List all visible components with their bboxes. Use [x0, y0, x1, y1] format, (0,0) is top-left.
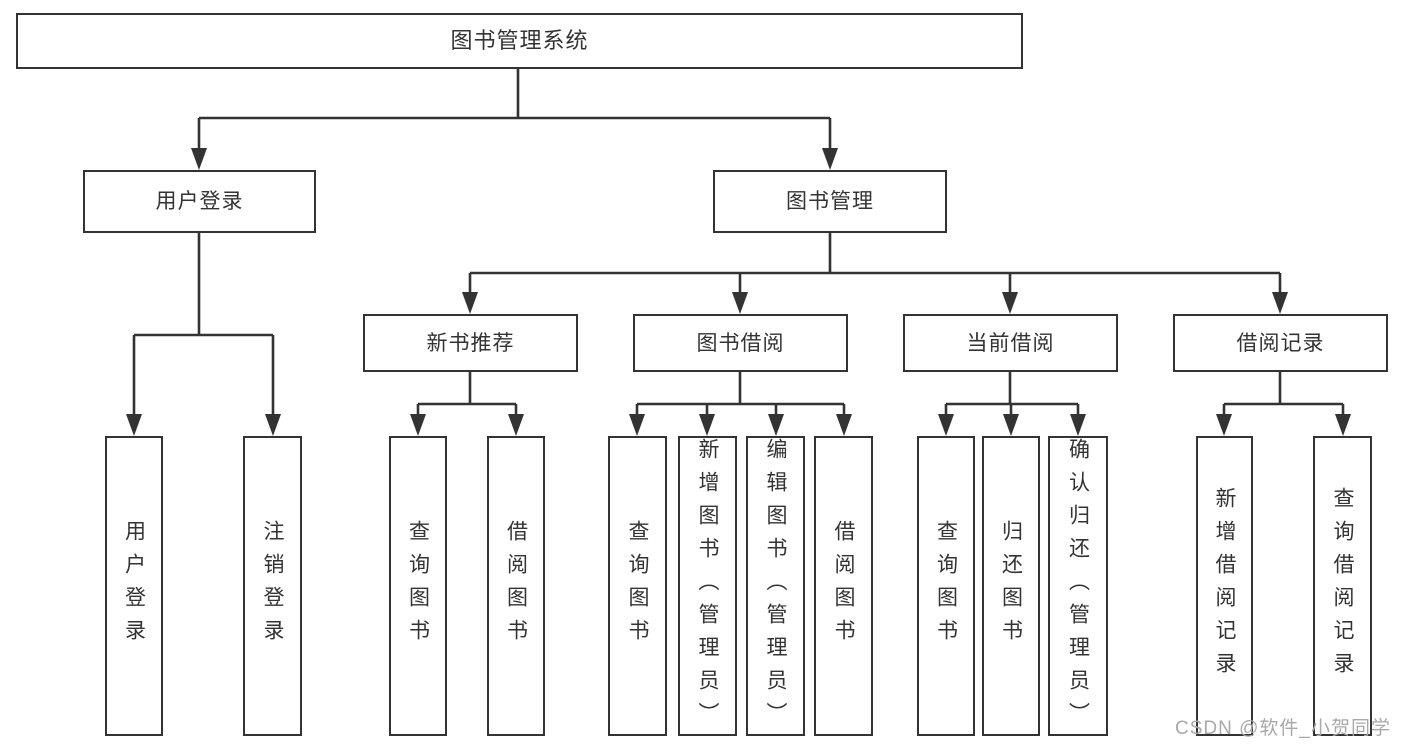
node-borrowing-records-label: 借阅记录	[1236, 331, 1325, 355]
leaf-logout-label: 注销登录	[261, 520, 284, 652]
node-book-borrowing-label: 图书借阅	[696, 331, 785, 355]
leaf-edit-book-admin: 编辑图书（管理员）	[746, 436, 805, 736]
leaf-confirm-return-admin-label: 确认归还（管理员）	[1066, 438, 1090, 735]
leaf-user-login-label: 用户登录	[122, 520, 146, 652]
leaf-query-borrow-record-label: 查询借阅记录	[1331, 487, 1354, 685]
leaf-add-borrow-record-label: 新增借阅记录	[1213, 487, 1236, 685]
leaf-return-books-label: 归还图书	[999, 520, 1023, 652]
leaf-return-books: 归还图书	[982, 436, 1040, 736]
leaf-borrow-books-recommend-label: 借阅图书	[504, 520, 528, 652]
node-user-login-label: 用户登录	[155, 190, 244, 213]
leaf-confirm-return-admin: 确认归还（管理员）	[1048, 436, 1108, 736]
node-root-label: 图书管理系统	[450, 28, 589, 53]
leaf-query-books-borrowing: 查询图书	[608, 436, 667, 736]
node-user-login: 用户登录	[83, 170, 316, 233]
leaf-query-books-current: 查询图书	[917, 436, 975, 736]
leaf-add-borrow-record: 新增借阅记录	[1196, 436, 1253, 736]
leaf-query-books-borrowing-label: 查询图书	[626, 520, 649, 652]
leaf-borrow-books-borrowing: 借阅图书	[814, 436, 873, 736]
leaf-query-books-recommend-label: 查询图书	[406, 520, 430, 652]
leaf-query-books-recommend: 查询图书	[389, 436, 447, 736]
leaf-borrow-books-borrowing-label: 借阅图书	[832, 520, 855, 652]
node-new-book-recommend: 新书推荐	[363, 314, 578, 372]
node-root: 图书管理系统	[16, 13, 1023, 69]
tree-edges	[132, 68, 1345, 416]
node-current-borrowing: 当前借阅	[903, 314, 1118, 372]
leaf-logout: 注销登录	[243, 436, 302, 736]
node-book-borrowing: 图书借阅	[633, 314, 848, 372]
arrowheads	[126, 148, 1351, 436]
leaf-edit-book-admin-label: 编辑图书（管理员）	[764, 438, 787, 735]
csdn-watermark: CSDN @软件_小贺同学	[1175, 718, 1391, 739]
leaf-user-login: 用户登录	[105, 436, 163, 736]
node-book-management-label: 图书管理	[786, 190, 874, 213]
node-book-management: 图书管理	[713, 170, 947, 233]
node-borrowing-records: 借阅记录	[1173, 314, 1388, 372]
node-current-borrowing-label: 当前借阅	[966, 331, 1055, 355]
leaf-query-books-current-label: 查询图书	[934, 520, 958, 652]
leaf-add-book-admin: 新增图书（管理员）	[678, 436, 737, 736]
leaf-add-book-admin-label: 新增图书（管理员）	[696, 438, 719, 735]
leaf-borrow-books-recommend: 借阅图书	[487, 436, 545, 736]
leaf-query-borrow-record: 查询借阅记录	[1313, 436, 1372, 736]
node-new-book-recommend-label: 新书推荐	[426, 331, 515, 355]
